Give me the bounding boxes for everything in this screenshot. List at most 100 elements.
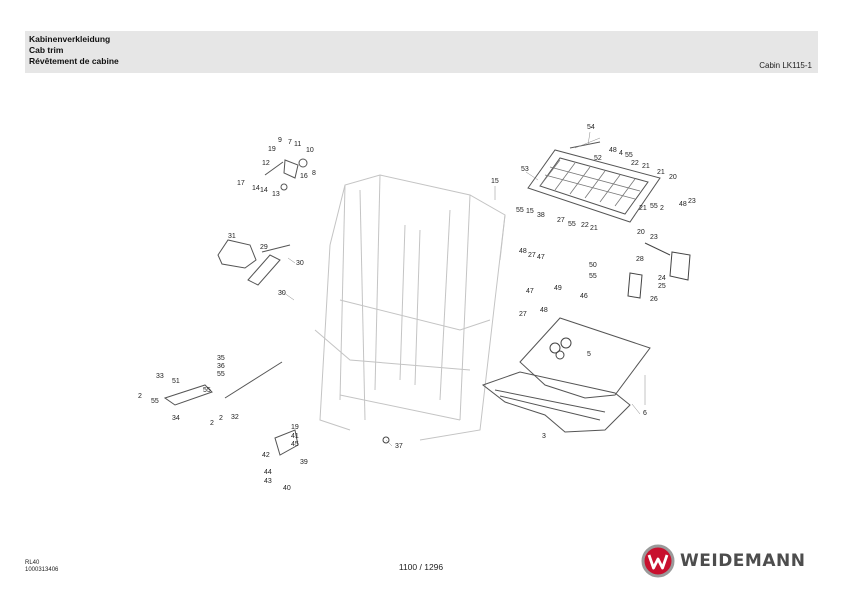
callout-26: 26	[650, 296, 658, 303]
callout-9: 9	[278, 137, 282, 144]
callout-labels: 54 53 52 48 4 55 22 21 21 20 15 55 15 38…	[138, 124, 696, 492]
callout-30: 30	[296, 260, 304, 267]
callout-21: 21	[657, 169, 665, 176]
callout-15: 15	[526, 208, 534, 215]
callout-22: 22	[581, 222, 589, 229]
callout-48: 48	[679, 201, 687, 208]
callout-10: 10	[306, 147, 314, 154]
callout-5: 5	[587, 351, 591, 358]
callout-23: 23	[688, 198, 696, 205]
callout-15: 15	[491, 178, 499, 185]
callout-32: 32	[231, 414, 239, 421]
callout-47: 47	[526, 288, 534, 295]
callout-39: 39	[300, 459, 308, 466]
weidemann-w-logo-icon	[641, 544, 675, 578]
callout-55: 55	[650, 203, 658, 210]
callout-21: 21	[642, 163, 650, 170]
roof-panel	[527, 149, 661, 223]
callout-47: 47	[537, 254, 545, 261]
callout-33: 33	[156, 373, 164, 380]
callout-55: 55	[151, 398, 159, 405]
callout-27: 27	[528, 252, 536, 259]
title-french: Révêtement de cabine	[29, 56, 119, 66]
callout-45: 45	[291, 441, 299, 448]
brand-name: WEIDEMANN	[680, 551, 806, 571]
callout-22: 22	[631, 160, 639, 167]
callout-27: 27	[519, 311, 527, 318]
rod	[569, 141, 601, 149]
callout-2: 2	[660, 205, 664, 212]
callout-54: 54	[587, 124, 595, 131]
doc-number: 1000313406	[25, 567, 59, 573]
callout-23: 23	[650, 234, 658, 241]
callout-42: 42	[262, 452, 270, 459]
callout-17: 17	[237, 180, 245, 187]
callout-24: 24	[658, 275, 666, 282]
grab-handle	[217, 239, 291, 286]
callout-43: 43	[264, 478, 272, 485]
callout-55: 55	[516, 207, 524, 214]
callout-38: 38	[537, 212, 545, 219]
callout-41: 41	[291, 433, 299, 440]
leader-lines	[279, 131, 646, 447]
callout-37: 37	[395, 443, 403, 450]
title-german: Kabinenverkleidung	[29, 34, 111, 44]
floor-holes	[549, 337, 572, 360]
callout-29: 29	[260, 244, 268, 251]
callout-27: 27	[557, 217, 565, 224]
callout-16: 16	[300, 173, 308, 180]
callout-55: 55	[589, 273, 597, 280]
callout-55: 55	[217, 371, 225, 378]
callout-20: 20	[637, 229, 645, 236]
callout-36: 36	[217, 363, 225, 370]
callout-25: 25	[658, 283, 666, 290]
floor-plate	[481, 317, 651, 433]
document-code: RL40 1000313406	[25, 560, 58, 574]
callout-7: 7	[288, 139, 292, 146]
callout-2: 2	[210, 420, 214, 427]
callout-19: 19	[291, 424, 299, 431]
doc-code: RL40	[25, 560, 40, 566]
callout-48: 48	[519, 248, 527, 255]
callout-20: 20	[669, 174, 677, 181]
callout-49: 49	[554, 285, 562, 292]
callout-55: 55	[568, 221, 576, 228]
callout-46: 46	[580, 293, 588, 300]
callout-2: 2	[219, 415, 223, 422]
cabin-frame	[314, 174, 506, 441]
callout-50: 50	[589, 262, 597, 269]
page-number: 1100 / 1296	[398, 562, 444, 572]
callout-40: 40	[283, 485, 291, 492]
callout-6: 6	[643, 410, 647, 417]
callout-55: 55	[203, 387, 211, 394]
callout-48: 48	[609, 147, 617, 154]
roof-grid	[539, 159, 641, 207]
callout-11: 11	[294, 141, 301, 148]
callout-21: 21	[590, 225, 598, 232]
callout-28: 28	[636, 256, 644, 263]
mirror	[627, 242, 691, 299]
callout-48: 48	[540, 307, 548, 314]
callout-8: 8	[312, 170, 316, 177]
model-label: Cabin LK115-1	[759, 61, 812, 70]
callout-44: 44	[264, 469, 272, 476]
title-english: Cab trim	[29, 45, 64, 55]
callout-21: 21	[639, 205, 647, 212]
page-header: Kabinenverkleidung Cab trim Révêtement d…	[25, 31, 818, 73]
callout-3: 3	[542, 433, 546, 440]
callout-14: 14	[252, 185, 260, 192]
callout-31: 31	[228, 233, 236, 240]
callout-2: 2	[138, 393, 142, 400]
callout-35: 35	[217, 355, 225, 362]
lever-assembly	[163, 361, 299, 456]
callout-53: 53	[521, 166, 529, 173]
callout-30: 30	[278, 290, 286, 297]
callout-12: 12	[262, 160, 270, 167]
callout-51: 51	[172, 378, 180, 385]
callout-19: 19	[268, 146, 276, 153]
callout-14: 14	[260, 187, 268, 194]
callout-13: 13	[272, 191, 280, 198]
grommet	[382, 436, 390, 444]
callout-52: 52	[594, 155, 602, 162]
